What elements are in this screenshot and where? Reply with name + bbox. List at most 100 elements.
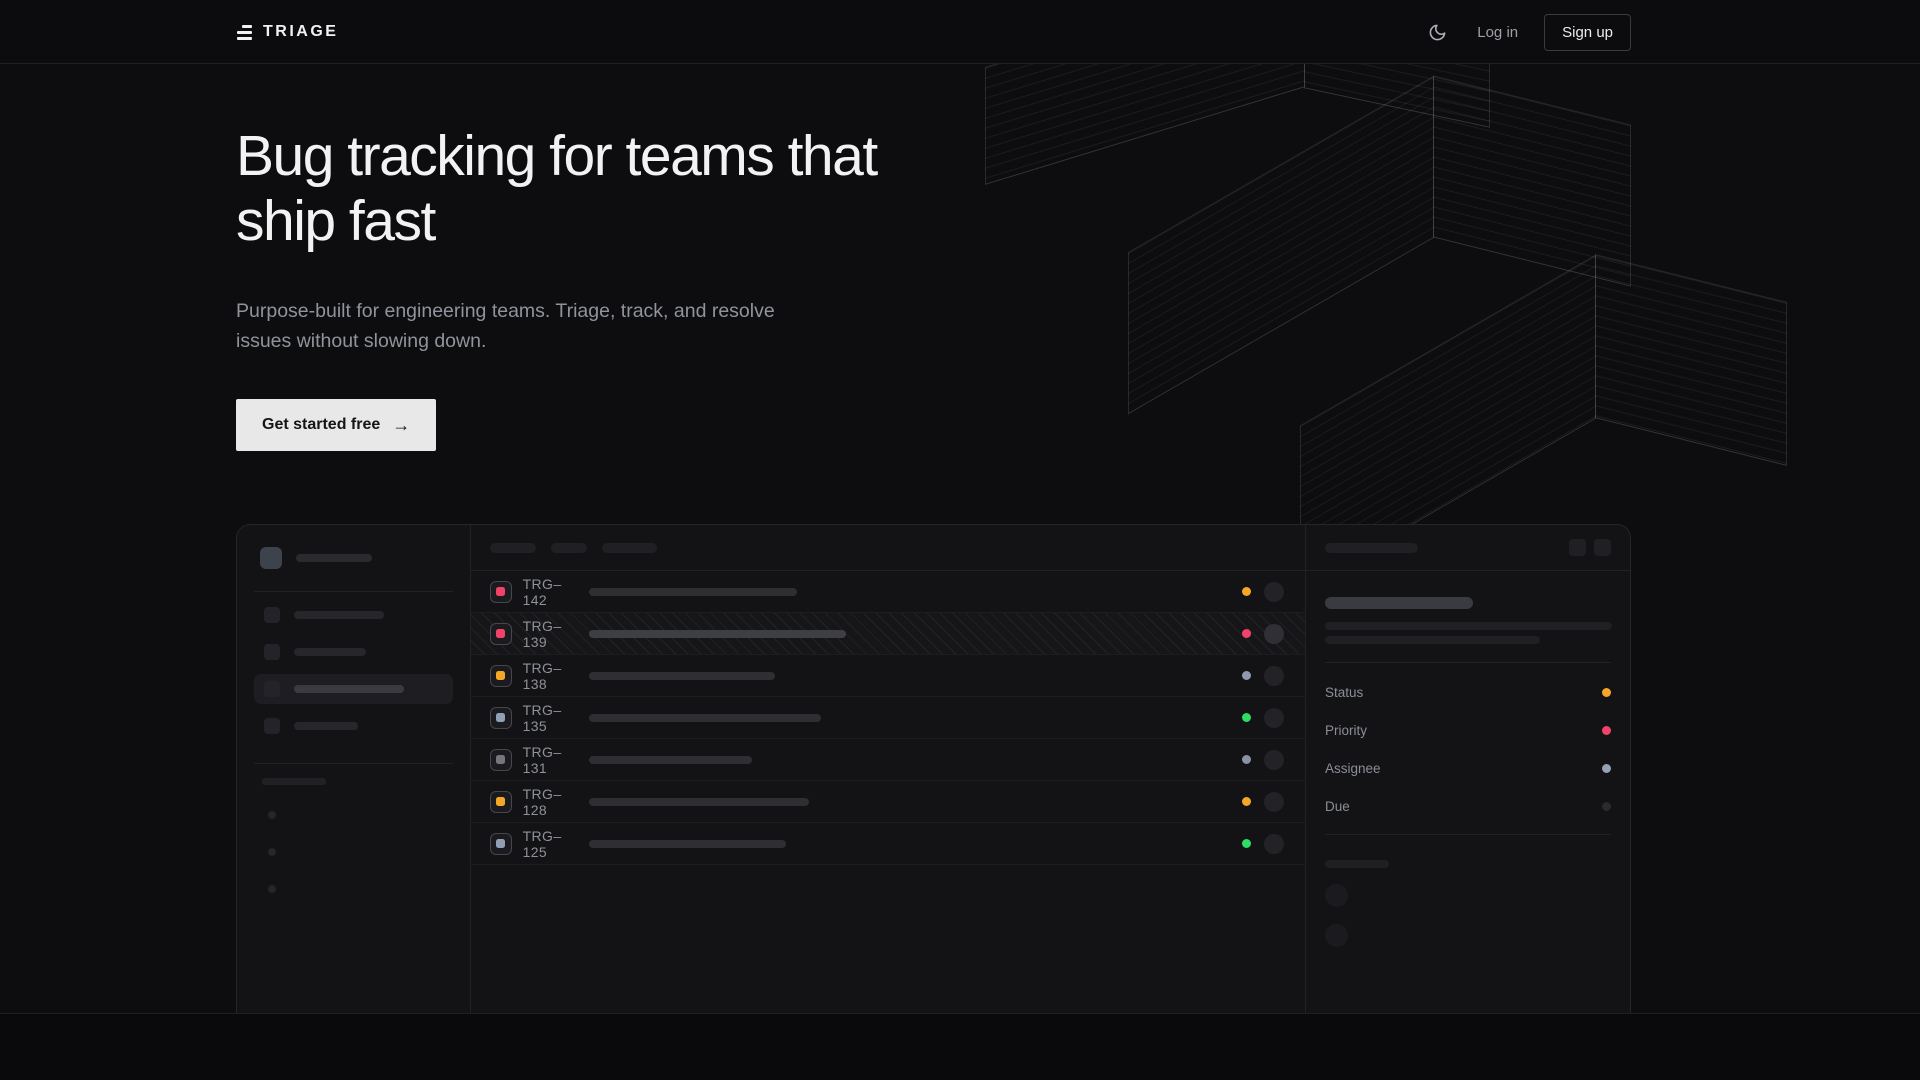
field-label: Priority [1325, 722, 1368, 738]
issue-id: TRG–142 [522, 575, 562, 608]
skeleton-bar [294, 648, 366, 657]
cta-label: Get started free [262, 416, 381, 434]
panel-field-row: Assignee [1325, 749, 1611, 787]
issue-type-dot [496, 797, 506, 807]
issue-type-icon [489, 832, 512, 855]
skeleton-avatar [1325, 924, 1348, 948]
login-link[interactable]: Log in [1477, 23, 1519, 41]
issue-row: TRG–135 [470, 697, 1305, 740]
field-label: Assignee [1325, 760, 1381, 776]
issue-title-skeleton [588, 587, 797, 596]
field-label: Due [1325, 798, 1350, 814]
field-value-dot [1602, 687, 1611, 697]
hero-section: Bug tracking for teams that ship fast Pu… [0, 64, 1920, 1013]
panel-field-row: Due [1325, 787, 1611, 825]
issue-type-dot [496, 755, 506, 765]
assignee-avatar [1264, 791, 1284, 812]
signup-button[interactable]: Sign up [1544, 13, 1631, 51]
issue-id: TRG–139 [522, 617, 562, 650]
issue-row: TRG–131 [470, 739, 1305, 782]
issue-id: TRG–131 [522, 743, 562, 776]
issue-title-skeleton [588, 671, 775, 680]
workspace-avatar [260, 547, 282, 570]
divider [1325, 834, 1611, 836]
issue-title-skeleton [588, 713, 821, 722]
sidebar-dot [268, 811, 276, 820]
skeleton-bar [262, 778, 326, 786]
get-started-button[interactable]: Get started free → [236, 399, 437, 452]
issue-type-icon [489, 580, 512, 603]
divider [254, 763, 453, 765]
skeleton-pill [550, 542, 587, 553]
field-value-dot [1602, 763, 1611, 773]
brand-name: TRIAGE [263, 23, 339, 40]
app-mockup: TRG–142 TRG–139 TRG–138 TRG–135 [236, 524, 1631, 1013]
skeleton-bar [294, 611, 384, 620]
issue-type-dot [496, 839, 506, 849]
field-value-dot [1602, 801, 1611, 811]
sidebar-item-icon [264, 644, 280, 661]
issue-status-dot [1242, 797, 1251, 807]
issue-type-icon [489, 790, 512, 813]
assignee-avatar [1264, 665, 1284, 686]
issue-id: TRG–128 [522, 785, 562, 818]
issue-title-skeleton [588, 797, 809, 806]
brand[interactable]: TRIAGE [236, 23, 338, 41]
theme-toggle-button[interactable] [1424, 19, 1451, 46]
assignee-avatar [1264, 749, 1284, 770]
sidebar-item [254, 600, 453, 630]
sidebar-dot [268, 848, 276, 857]
assignee-avatar [1264, 707, 1284, 728]
issue-title-skeleton [588, 755, 752, 764]
issue-row: TRG–138 [470, 655, 1305, 698]
issue-title-skeleton [588, 629, 846, 638]
issue-type-icon [489, 664, 512, 687]
panel-field-row: Priority [1325, 711, 1611, 749]
issue-detail-panel: Status Priority Assignee Due [1305, 525, 1630, 1013]
issue-title-skeleton [588, 839, 786, 848]
panel-fields: Status Priority Assignee Due [1325, 673, 1611, 825]
top-nav: TRIAGE Log in Sign up [0, 0, 1920, 64]
divider [254, 591, 453, 593]
sidebar-item-icon [264, 681, 280, 698]
hero-title: Bug tracking for teams that ship fast [236, 124, 878, 253]
issue-type-dot [496, 671, 506, 681]
skeleton-bar [1325, 636, 1540, 645]
mockup-sidebar [237, 525, 471, 1013]
field-value-dot [1602, 725, 1611, 735]
issue-list: TRG–142 TRG–139 TRG–138 TRG–135 [470, 571, 1305, 866]
issue-list-column: TRG–142 TRG–139 TRG–138 TRG–135 [470, 525, 1305, 1013]
issue-row: TRG–139 [470, 613, 1305, 656]
hero-subtitle: Purpose-built for engineering teams. Tri… [236, 299, 775, 353]
skeleton-avatar [1325, 884, 1348, 908]
issue-type-dot [496, 629, 506, 639]
assignee-avatar [1264, 623, 1284, 644]
issue-status-dot [1242, 671, 1251, 681]
skeleton-title [1325, 597, 1473, 610]
skeleton-bar [296, 554, 372, 563]
issue-row: TRG–142 [470, 571, 1305, 614]
sidebar-item-icon [264, 607, 280, 624]
panel-header [1306, 525, 1630, 572]
issue-status-dot [1242, 587, 1251, 597]
skeleton-pill [1325, 542, 1418, 553]
moon-icon [1429, 24, 1446, 40]
issue-type-icon [489, 706, 512, 729]
divider [1325, 662, 1611, 664]
skeleton-bar [294, 722, 358, 731]
workspace-switcher [237, 547, 470, 570]
sidebar-item-icon [264, 718, 280, 735]
issue-status-dot [1242, 755, 1251, 765]
skeleton-bar [1325, 622, 1612, 631]
issue-status-dot [1242, 629, 1251, 639]
issue-type-icon [489, 748, 512, 771]
sidebar-item-active [254, 674, 453, 705]
assignee-avatar [1264, 581, 1284, 602]
panel-action-icon [1569, 539, 1586, 557]
sidebar-item [254, 711, 453, 741]
issue-type-icon [489, 622, 512, 645]
skeleton-bar [294, 685, 404, 694]
issue-row: TRG–125 [470, 823, 1305, 866]
sidebar-dot [268, 885, 276, 894]
skeleton-bar [1325, 860, 1389, 869]
